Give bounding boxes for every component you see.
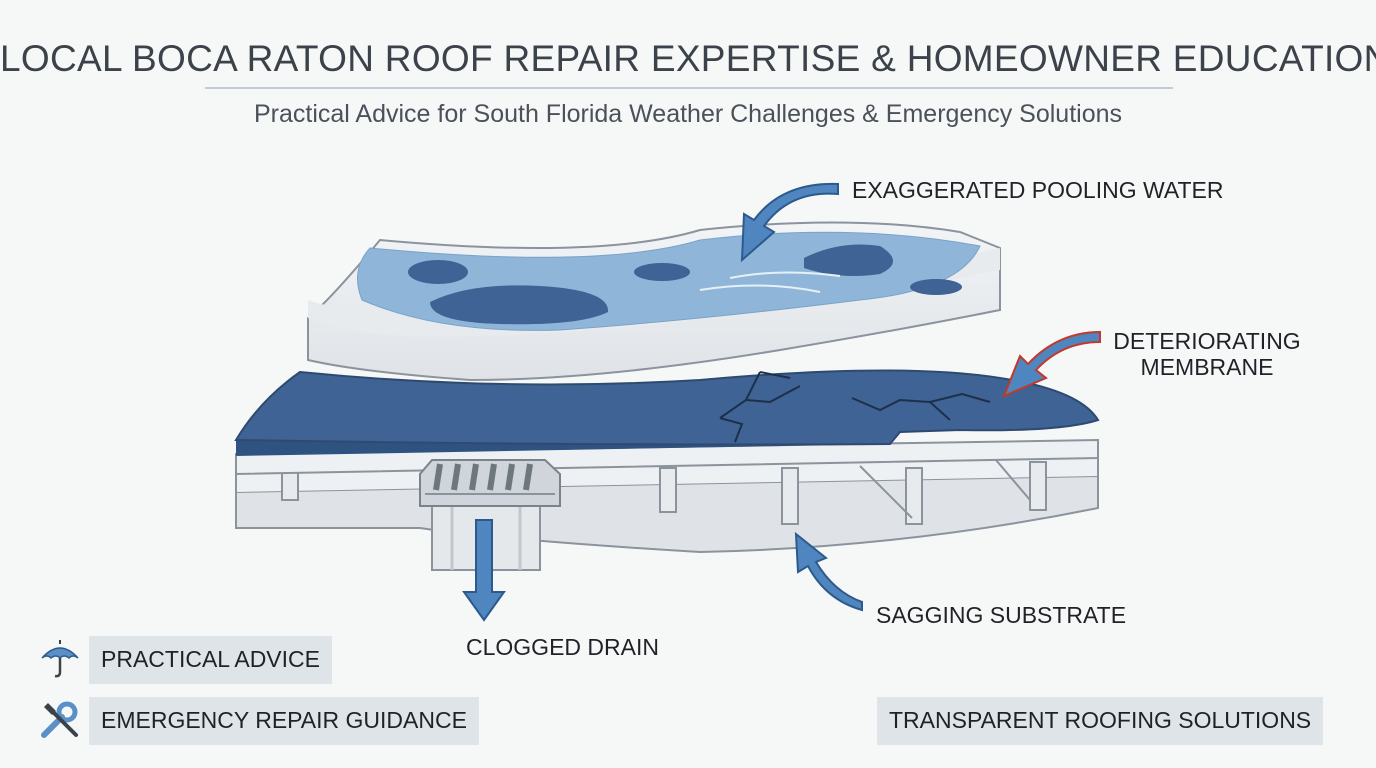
drain-arrow — [462, 519, 506, 622]
membrane-label: DETERIORATING MEMBRANE — [1092, 328, 1322, 381]
drain-label: CLOGGED DRAIN — [466, 634, 659, 660]
top-roof-slab — [307, 221, 1001, 382]
support-ribs — [281, 459, 1047, 525]
transparent-solutions-tag: TRANSPARENT ROOFING SOLUTIONS — [877, 697, 1324, 745]
page-subtitle: Practical Advice for South Florida Weath… — [253, 100, 1123, 128]
substrate-label: SAGGING SUBSTRATE — [876, 602, 1127, 628]
membrane-label-line2: MEMBRANE — [1140, 354, 1274, 381]
page-title: LOCAL BOCA RATON ROOF REPAIR EXPERTISE &… — [0, 38, 1376, 79]
emergency-repair-tag: EMERGENCY REPAIR GUIDANCE — [89, 697, 479, 745]
deteriorating-membrane-layer — [234, 369, 1100, 476]
substrate-arrow — [794, 531, 863, 612]
pooling-water-arrow — [740, 182, 839, 263]
membrane-arrow — [1002, 330, 1101, 398]
membrane-label-line1: DETERIORATING — [1113, 328, 1301, 354]
pooling-water-label: EXAGGERATED POOLING WATER — [852, 177, 1224, 203]
wrench-screwdriver-icon — [41, 701, 78, 738]
practical-advice-tag: PRACTICAL ADVICE — [89, 636, 332, 684]
title-divider — [205, 87, 1173, 89]
umbrella-icon — [41, 640, 79, 678]
